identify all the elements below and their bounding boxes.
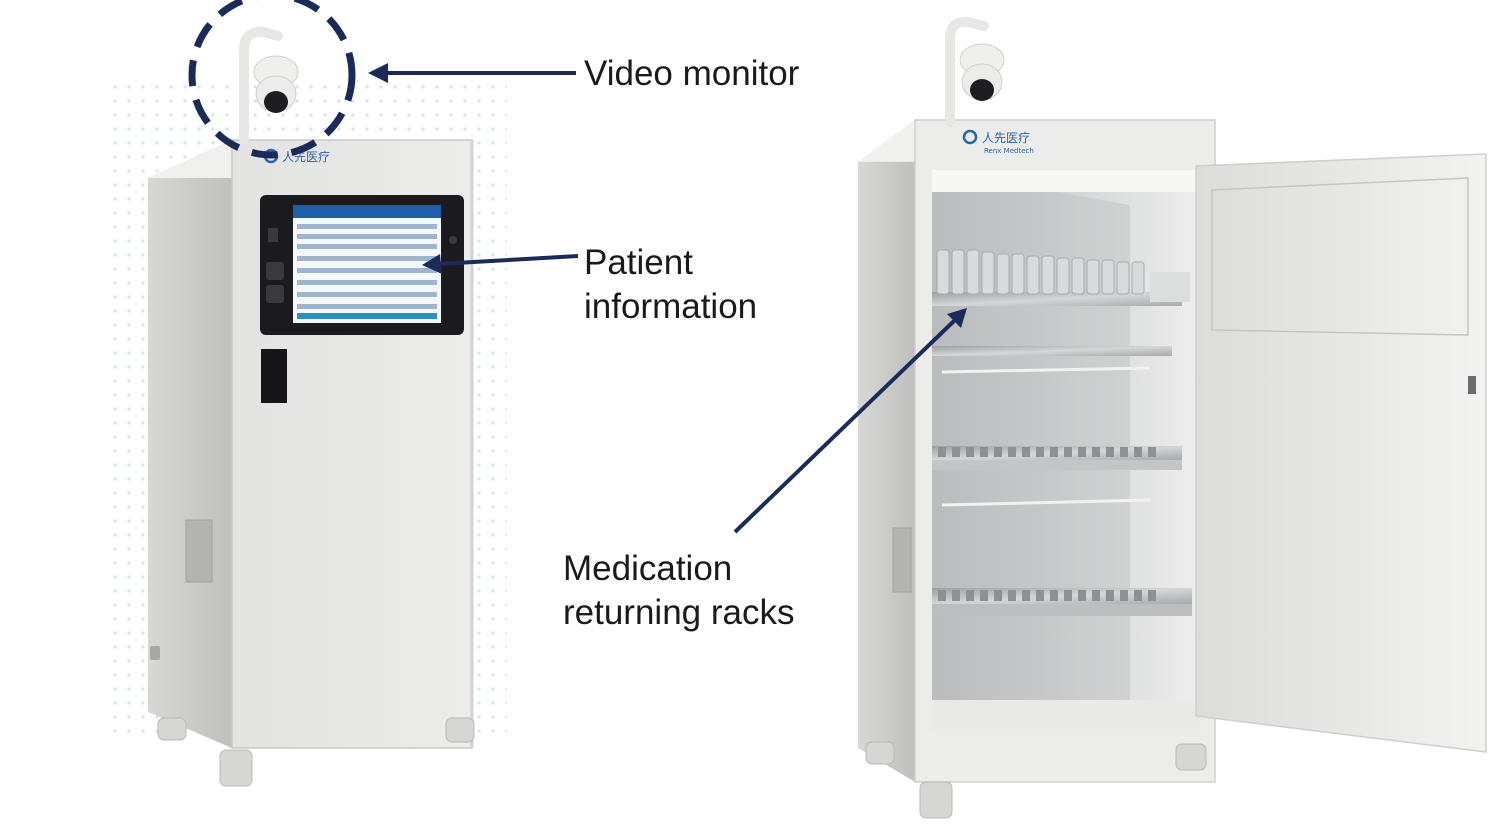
cabinet-door — [1195, 153, 1487, 753]
medication-rack-3 — [932, 446, 1182, 507]
patient-information-screen — [260, 195, 464, 335]
video-monitor-label: Video monitor — [584, 54, 800, 93]
brand-logo-text: 人先医疗 — [282, 150, 330, 164]
medication-rack-1 — [932, 249, 1190, 306]
video-camera — [239, 26, 299, 145]
closed-cabinet: 人先医疗 — [148, 0, 475, 787]
brand-logo-open: 人先医疗 Renx Medtech — [962, 129, 1034, 155]
medication-rack-4 — [932, 588, 1192, 616]
callout-arrows — [368, 63, 967, 534]
brand-logo-subtext-open: Renx Medtech — [984, 147, 1034, 155]
patient-information-arrow — [437, 254, 579, 266]
medication-racks-label-line1: Medication — [563, 549, 733, 588]
video-monitor-highlight-circle — [188, 0, 356, 159]
medication-racks-label-line2: returning racks — [563, 593, 795, 632]
video-camera-open — [945, 16, 1005, 127]
brand-logo-text-open: 人先医疗 — [982, 131, 1030, 145]
card-slot — [261, 349, 287, 403]
open-cabinet: 人先医疗 Renx Medtech — [858, 16, 1487, 819]
cabinet-feet-open — [865, 741, 1207, 819]
cabinet-feet — [157, 717, 475, 787]
patient-information-label-line1: Patient — [584, 243, 693, 282]
medication-racks-arrow — [733, 318, 957, 534]
patient-information-label-line2: information — [584, 287, 758, 326]
medication-rack-2 — [932, 346, 1172, 374]
